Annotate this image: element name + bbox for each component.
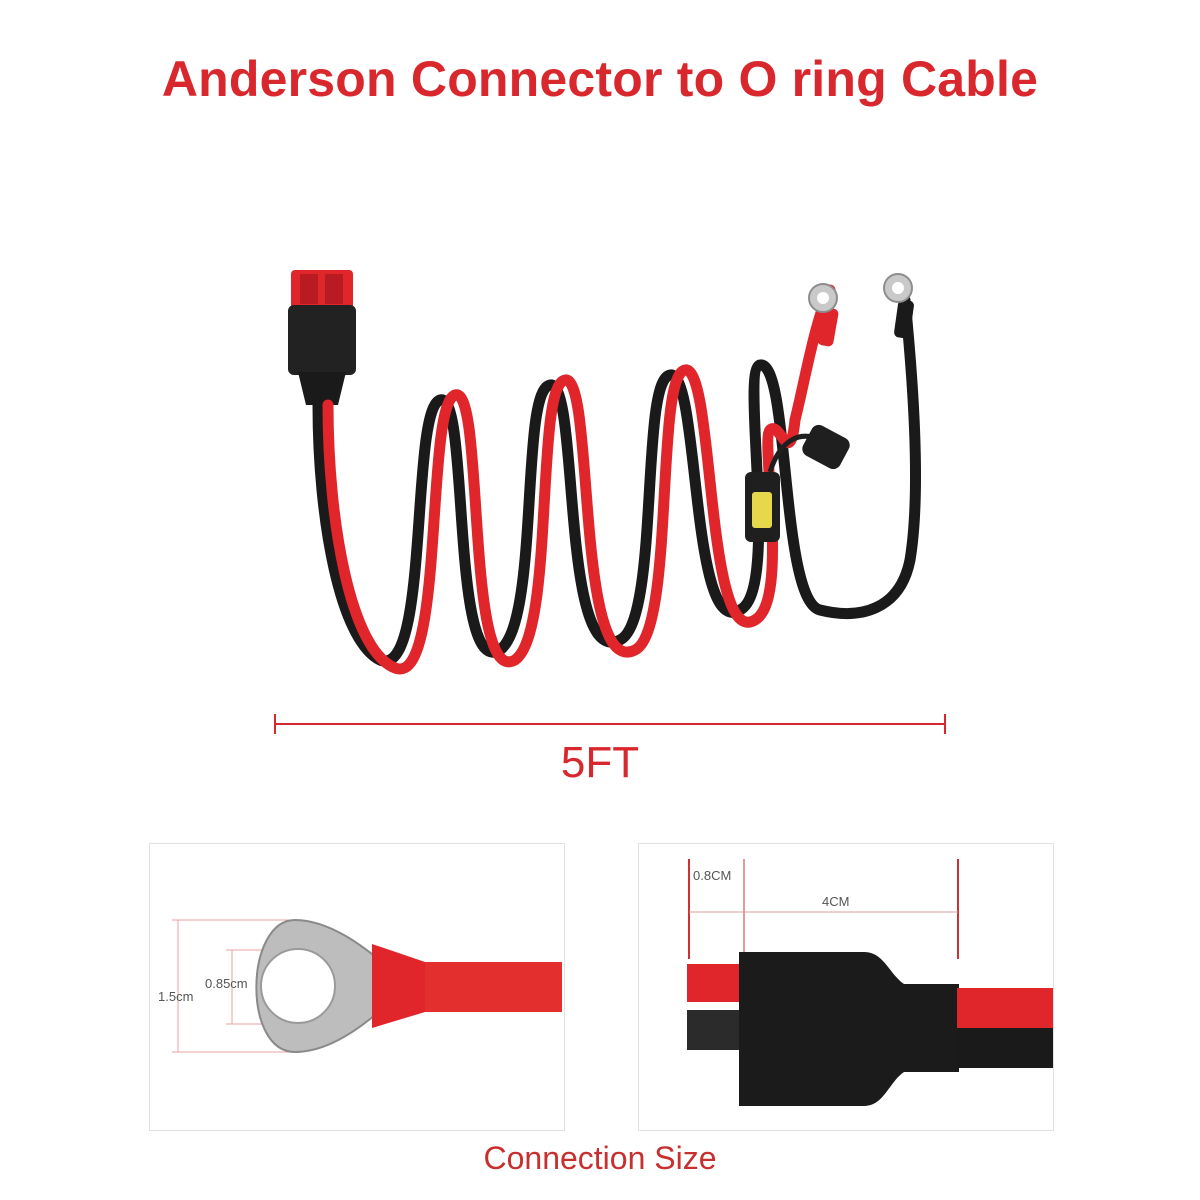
black-ring-terminal — [883, 273, 914, 339]
tip-length-label: 0.8CM — [693, 868, 732, 883]
length-dimension-line — [274, 714, 946, 734]
black-wire — [312, 294, 921, 667]
page-title: Anderson Connector to O ring Cable — [161, 51, 1039, 107]
outer-diameter-label: 1.5cm — [158, 989, 194, 1004]
connector-panel: 0.8CM 4CM — [638, 843, 1054, 1131]
connection-size-caption: Connection Size — [483, 1140, 717, 1176]
ring-terminal-detail — [172, 918, 562, 1054]
anderson-connector — [288, 270, 356, 405]
housing-length-label: 4CM — [822, 894, 850, 909]
hole-diameter-label: 0.85cm — [205, 976, 248, 991]
length-label: 5FT — [560, 738, 640, 787]
red-ring-terminal — [808, 283, 839, 347]
connector-detail — [687, 859, 1053, 1106]
fuse-holder — [745, 424, 850, 542]
red-wire — [322, 284, 836, 675]
ring-terminal-panel: 1.5cm 0.85cm — [149, 843, 565, 1131]
